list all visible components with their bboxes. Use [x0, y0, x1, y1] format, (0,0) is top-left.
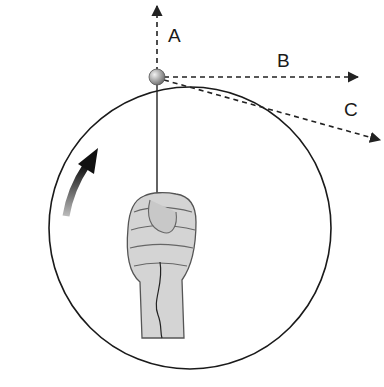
vector-label: B: [277, 51, 290, 70]
string: [156, 82, 157, 200]
hand: [127, 193, 196, 338]
vector-c: [164, 80, 380, 140]
string-tail: [156, 262, 162, 338]
rotation-arrow: [66, 166, 86, 216]
vector-label: A: [168, 26, 181, 45]
circular-path: [49, 87, 331, 369]
ball: [149, 69, 165, 85]
rotation-arrowhead: [78, 148, 98, 174]
vector-a: [156, 6, 158, 72]
vector-b: [164, 76, 358, 78]
vector-label: C: [344, 100, 358, 119]
